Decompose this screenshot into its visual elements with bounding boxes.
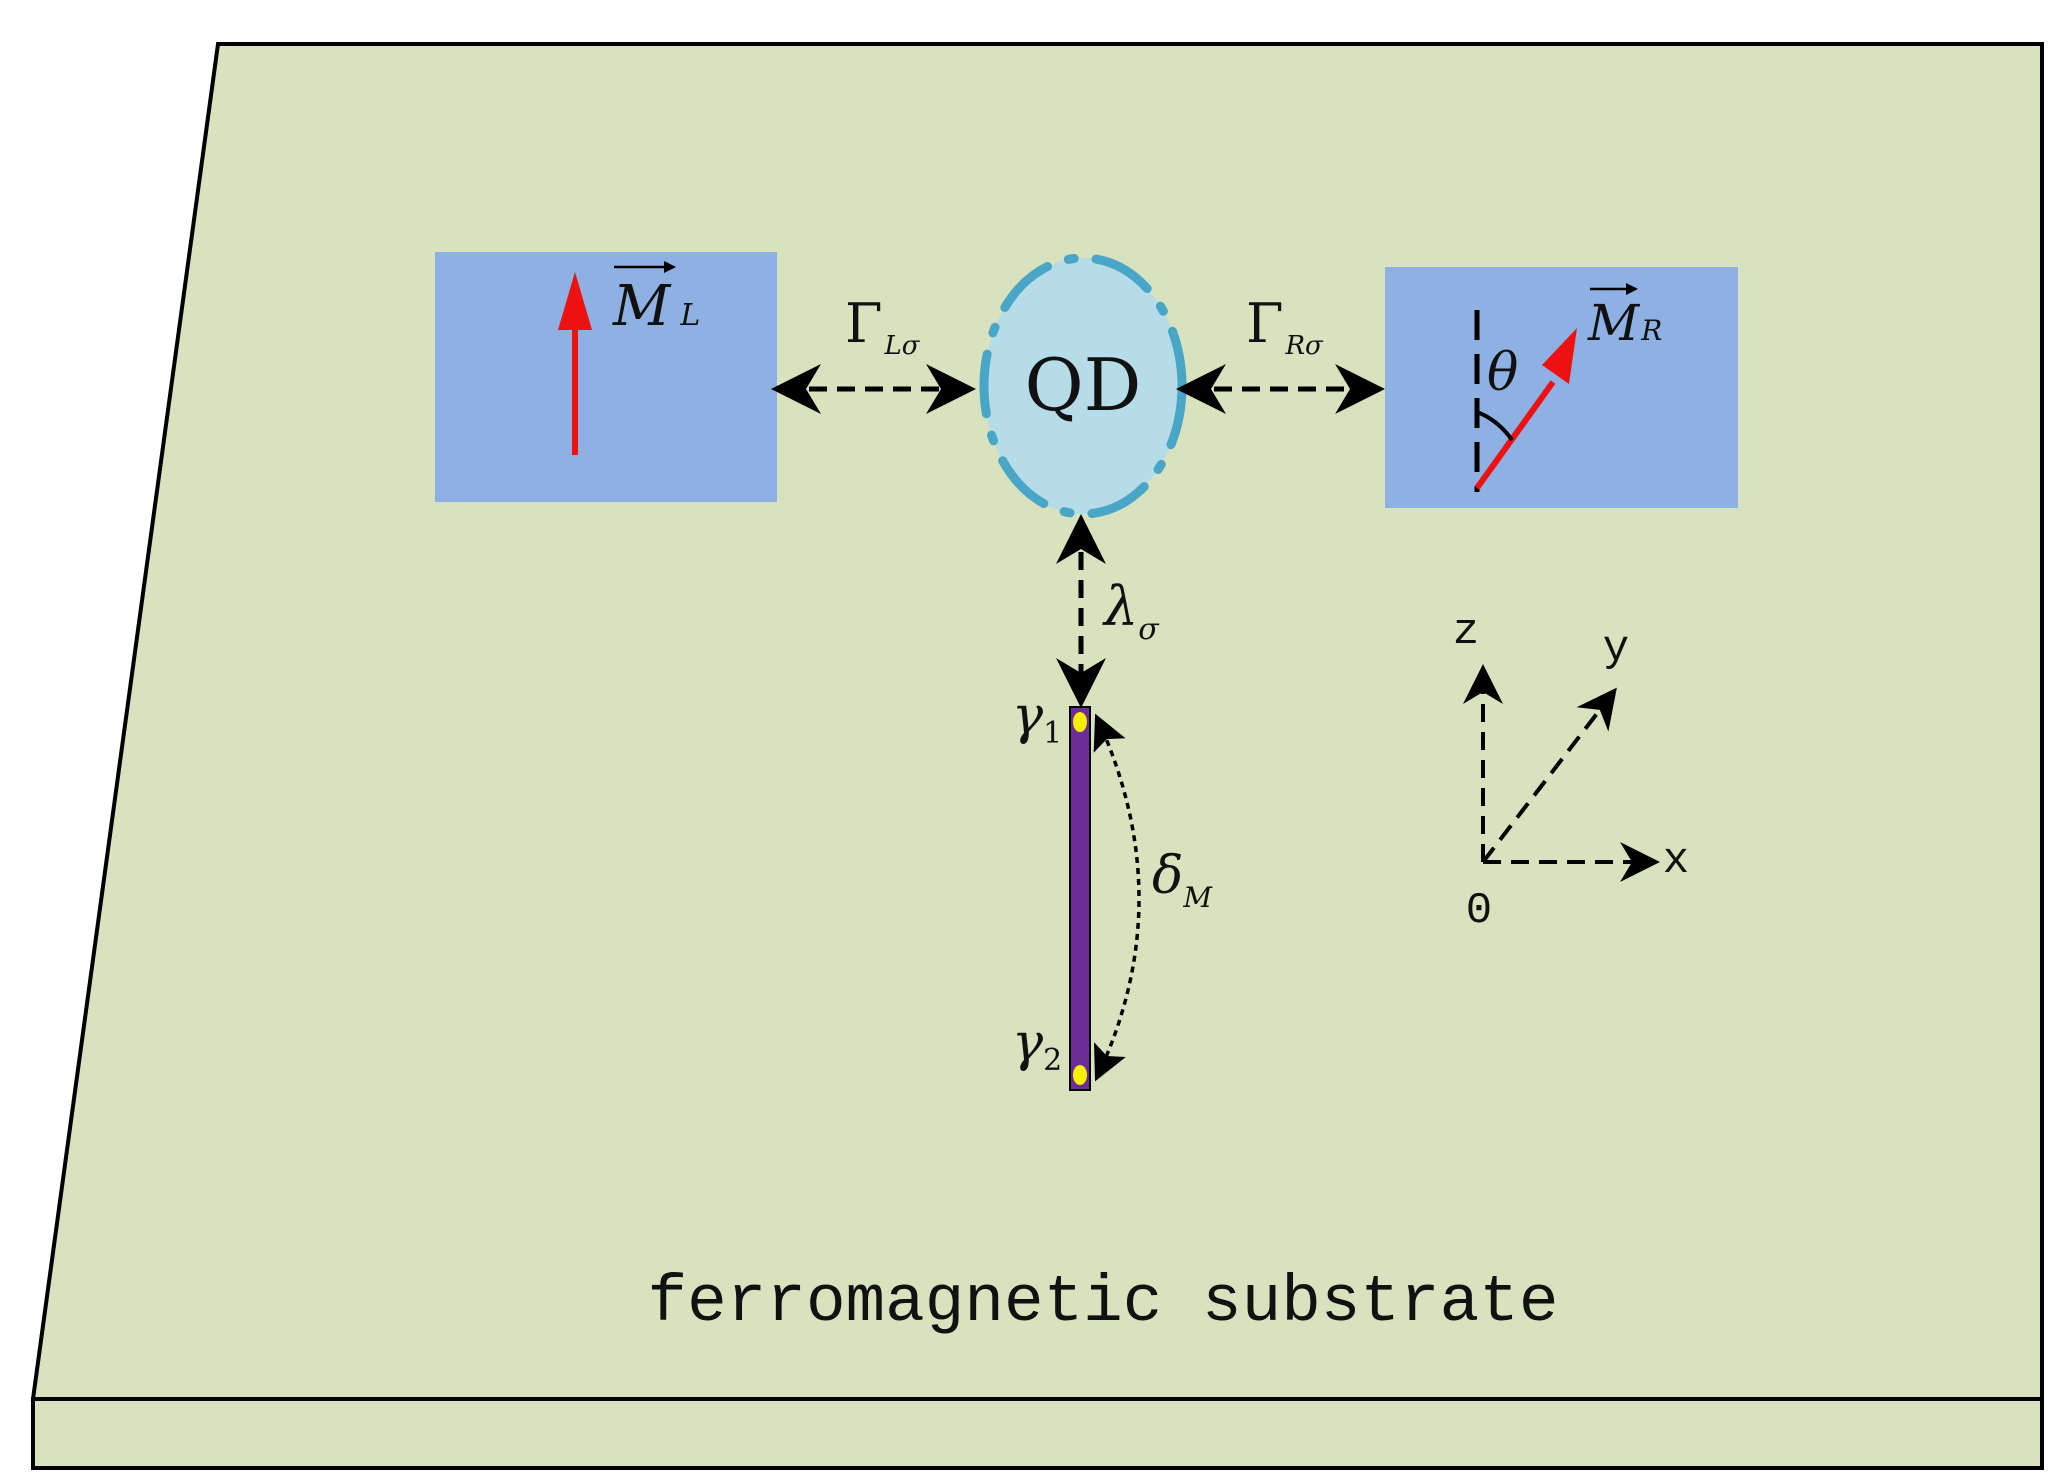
mr-subscript: R	[1640, 314, 1662, 347]
mr-label: M	[1587, 294, 1641, 352]
qd-label: QD	[1025, 343, 1142, 427]
quantum-dot: QD	[979, 253, 1187, 519]
substrate	[30, 42, 2044, 1470]
gamma-left-label: Γ	[845, 292, 882, 355]
tilted-arrow-icon	[1474, 328, 1577, 490]
mr-vector-bar-head	[1626, 283, 1638, 295]
gamma-right-subscript: Rσ	[1284, 331, 1324, 361]
substrate-label: ferromagnetic substrate	[648, 1265, 1559, 1340]
svg-text:ML: ML	[612, 274, 700, 339]
svg-text:MR: MR	[1587, 294, 1662, 352]
right-lead-box	[1385, 267, 1738, 508]
gamma2-subscript: 2	[1043, 1043, 1062, 1078]
gamma-right-label: Γ	[1246, 292, 1283, 355]
lambda-subscript: σ	[1138, 612, 1160, 647]
nanowire	[1069, 706, 1091, 1091]
gamma-left-subscript: Lσ	[883, 331, 920, 361]
right-lead: θ MR	[1385, 267, 1738, 508]
svg-text:ΓLσ: ΓLσ	[845, 292, 921, 361]
majorana-mode-2	[1073, 1065, 1087, 1085]
gamma1-subscript: 1	[1043, 716, 1062, 751]
svg-text:ΓRσ: ΓRσ	[1246, 292, 1324, 361]
lambda-label: λ	[1102, 575, 1138, 638]
y-axis-label: y	[1603, 624, 1629, 674]
coordinate-axes: z y x 0	[1453, 607, 1689, 936]
substrate-front-face	[31, 1397, 2044, 1470]
ml-label: M	[612, 274, 672, 339]
svg-text:γ2: γ2	[1012, 1013, 1062, 1078]
svg-text:δM: δM	[1152, 846, 1213, 914]
gamma2-label: γ	[1012, 1013, 1044, 1073]
delta-subscript: M	[1182, 881, 1213, 914]
majorana-mode-1	[1073, 712, 1087, 732]
gamma1-label: γ	[1012, 686, 1044, 746]
y-axis-arrow	[1481, 687, 1617, 864]
quantum-dot-body	[984, 258, 1182, 514]
svg-text:γ1: γ1	[1012, 686, 1062, 751]
theta-label: θ	[1487, 343, 1518, 403]
up-arrow-icon	[558, 272, 592, 455]
origin-label: 0	[1466, 886, 1492, 936]
left-lead-box	[435, 252, 777, 502]
x-axis-label: x	[1663, 836, 1689, 886]
nanowire-body	[1069, 706, 1091, 1091]
svg-text:λσ: λσ	[1102, 575, 1160, 647]
ml-subscript: L	[679, 298, 700, 333]
theta-arc	[1476, 410, 1514, 442]
ml-vector-bar-head	[664, 261, 676, 273]
z-axis-label: z	[1453, 607, 1479, 657]
delta-label: δ	[1152, 846, 1183, 906]
